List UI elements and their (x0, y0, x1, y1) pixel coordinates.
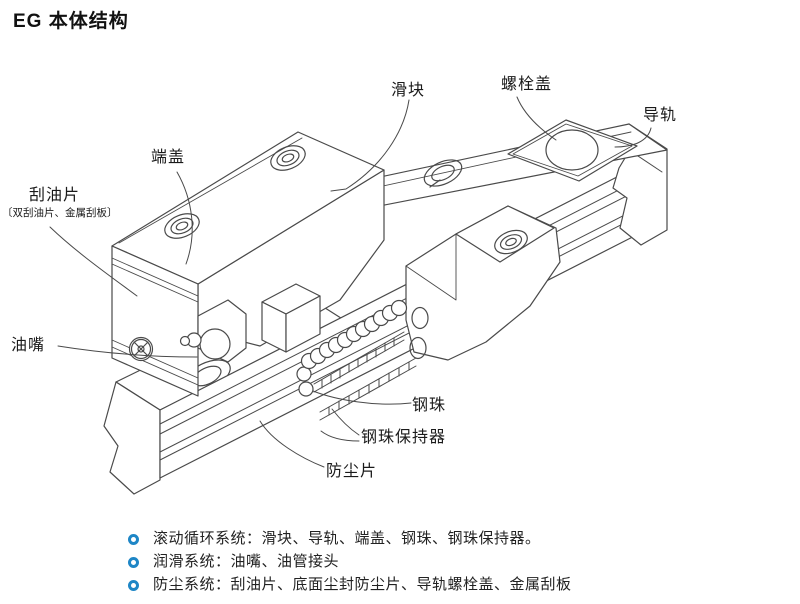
leader-oil-scraper (49, 226, 138, 297)
note-dustproof-system: 防尘系统：刮油片、底面尘封防尘片、导轨螺栓盖、金属刮板 (128, 576, 572, 593)
label-slider: 滑块 (391, 82, 426, 99)
grease-nipple-shape (179, 299, 247, 363)
leader-dust-seal (259, 420, 325, 468)
note-rolling-system: 滚动循环系统：滑块、导轨、端盖、钢珠、钢珠保持器。 (128, 530, 572, 547)
leader-grease-nipple (57, 345, 198, 358)
leader-bolt-cover (516, 96, 557, 141)
steel-balls-shape (296, 299, 408, 397)
leader-rail (614, 127, 652, 148)
system-notes: 滚动循环系统：滑块、导轨、端盖、钢珠、钢珠保持器。 润滑系统：油嘴、油管接头 防… (128, 530, 572, 599)
leader-ball-retainer-2 (320, 430, 360, 442)
page-title: EG 本体结构 (13, 11, 129, 32)
leader-slider (330, 99, 410, 192)
bolt-cover-shape (507, 119, 638, 182)
end-cap-screw-shape (128, 336, 154, 362)
note-text: 润滑系统：油嘴、油管接头 (153, 553, 340, 570)
bullet-icon (128, 534, 139, 545)
note-text: 滚动循环系统：滑块、导轨、端盖、钢珠、钢珠保持器。 (153, 530, 541, 547)
label-steel-ball: 钢珠 (412, 397, 447, 414)
leader-steel-ball (312, 390, 412, 405)
ball-retainer-shape (313, 331, 417, 421)
label-oil-scraper-sub: 〔双刮油片、金属刮板〕 (2, 207, 118, 219)
label-bolt-cover: 螺栓盖 (501, 76, 553, 93)
rail-countersunk-hole (423, 159, 463, 188)
label-ball-retainer: 钢珠保持器 (361, 429, 447, 446)
ball-circulation-shape (261, 283, 417, 421)
label-rail: 导轨 (643, 107, 678, 124)
note-lubrication-system: 润滑系统：油嘴、油管接头 (128, 553, 572, 570)
bullet-icon (128, 557, 139, 568)
bullet-icon (128, 580, 139, 591)
label-end-cap: 端盖 (151, 149, 186, 166)
slider-block-shape (111, 131, 561, 397)
leader-ball-retainer-1 (331, 408, 360, 436)
leader-end-cap (176, 171, 193, 265)
label-oil-scraper: 刮油片 (29, 187, 81, 204)
leader-lines (49, 96, 652, 468)
label-grease-nipple: 油嘴 (11, 337, 46, 354)
note-text: 防尘系统：刮油片、底面尘封防尘片、导轨螺栓盖、金属刮板 (153, 576, 572, 593)
end-cap-shape (111, 245, 199, 397)
label-dust-seal: 防尘片 (326, 463, 378, 480)
